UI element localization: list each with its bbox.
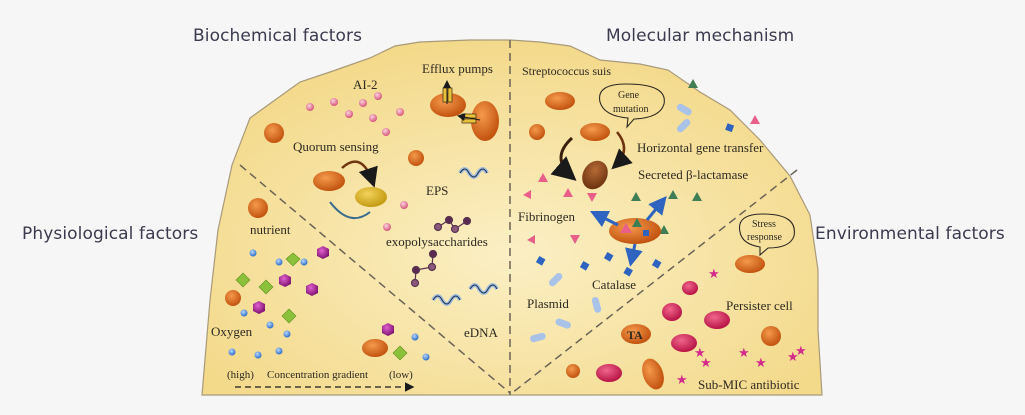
label-efflux-pumps: Efflux pumps <box>422 61 493 76</box>
exopolysaccharide-chain-icon <box>433 215 472 234</box>
svg-text:★: ★ <box>738 346 750 361</box>
svg-text:response: response <box>747 232 783 243</box>
label-nutrient: nutrient <box>250 222 291 237</box>
bacterium-recipient <box>582 160 608 190</box>
label-eps: EPS <box>426 183 448 198</box>
quorum-arrow-icon <box>341 160 378 188</box>
gene-transfer-arrow-icon <box>550 136 577 181</box>
exopolysaccharide-chain-icon <box>410 249 438 288</box>
label-sub-mic-antibiotic: Sub-MIC antibiotic <box>698 377 800 392</box>
bacterium-efflux <box>430 93 466 117</box>
catalase-molecules <box>535 123 735 277</box>
stress-response-callout: Stress response <box>738 213 795 257</box>
svg-text:Stress: Stress <box>752 219 776 230</box>
label-low: (low) <box>389 369 413 381</box>
efflux-pump-icon <box>442 80 481 124</box>
bacterium <box>264 123 284 143</box>
divider-right-diagonal <box>511 169 798 394</box>
label-secreted-beta-lactamase: Secreted β-lactamase <box>638 167 748 182</box>
label-ai2: AI-2 <box>353 77 378 92</box>
heading-physiological-factors: Physiological factors <box>22 224 199 244</box>
svg-text:★: ★ <box>676 373 688 388</box>
label-fibrinogen: Fibrinogen <box>518 209 576 224</box>
divider-left-diagonal <box>239 164 511 394</box>
bacterium <box>529 124 545 140</box>
svg-text:★: ★ <box>700 356 712 371</box>
label-horizontal-gene-transfer: Horizontal gene transfer <box>637 140 764 155</box>
label-oxygen: Oxygen <box>211 324 253 339</box>
svg-text:★: ★ <box>755 356 767 371</box>
eps-helix-icon <box>458 167 489 179</box>
bacterium-efflux <box>471 101 499 141</box>
svg-text:Gene: Gene <box>618 90 640 101</box>
heading-molecular-mechanism: Molecular mechanism <box>606 26 795 46</box>
bacterium <box>248 198 268 218</box>
catalase-molecule <box>643 230 649 236</box>
label-catalase: Catalase <box>592 277 636 292</box>
ta-bacterium <box>621 324 651 344</box>
persister-cells <box>596 281 730 382</box>
svg-text:mutation: mutation <box>613 104 649 115</box>
plasmid-molecules <box>530 103 692 343</box>
bacterium <box>566 364 580 378</box>
label-streptococcus-suis: Streptococcus suis <box>522 64 611 78</box>
heading-biochemical-factors: Biochemical factors <box>193 26 363 46</box>
ai2-molecules <box>306 92 408 231</box>
bacterium-donor <box>580 123 610 141</box>
bacterium-secreting <box>609 218 661 244</box>
gene-transfer-arrow-icon <box>611 131 633 170</box>
svg-text:★: ★ <box>694 346 706 361</box>
edna-helix-icon <box>431 283 499 306</box>
bacterium <box>642 358 664 390</box>
lactamase-molecule <box>632 218 642 227</box>
svg-text:★: ★ <box>787 350 799 365</box>
nutrient-purple-molecules <box>253 246 394 336</box>
lactamase-molecules <box>631 79 702 234</box>
oxygen-molecules <box>228 249 430 361</box>
label-plasmid: Plasmid <box>527 296 569 311</box>
label-quorum-sensing: Quorum sensing <box>293 139 379 154</box>
heading-environmental-factors: Environmental factors <box>815 224 1005 244</box>
gene-mutation-callout: Gene mutation <box>598 83 665 129</box>
svg-text:★: ★ <box>795 344 807 359</box>
label-exopolysaccharides: exopolysaccharides <box>386 234 488 249</box>
bacterium <box>545 92 575 110</box>
label-edna: eDNA <box>464 325 499 340</box>
bacterium <box>408 150 424 166</box>
bacterium <box>225 290 241 306</box>
quorum-arrow-icon <box>329 201 371 220</box>
biofilm-dome <box>201 39 823 396</box>
bacterium-signal-sender <box>313 171 345 191</box>
fibrinogen-molecules <box>523 115 760 244</box>
antibiotic-stars: ★ ★ ★ ★ ★ ★ ★ ★ <box>676 267 807 388</box>
secretion-arrows-icon <box>589 196 667 267</box>
label-concentration-gradient: Concentration gradient <box>267 369 368 381</box>
bacterium <box>735 255 765 273</box>
label-high: (high) <box>227 369 254 381</box>
svg-text:★: ★ <box>708 267 720 282</box>
bacterium <box>761 326 781 346</box>
label-ta: TA <box>627 328 643 342</box>
nutrient-green-molecules <box>235 252 408 361</box>
bacterium-signal-receiver <box>355 187 387 207</box>
label-persister-cell: Persister cell <box>726 298 793 313</box>
fibrinogen-molecule <box>620 223 632 233</box>
bacterium <box>362 339 388 357</box>
